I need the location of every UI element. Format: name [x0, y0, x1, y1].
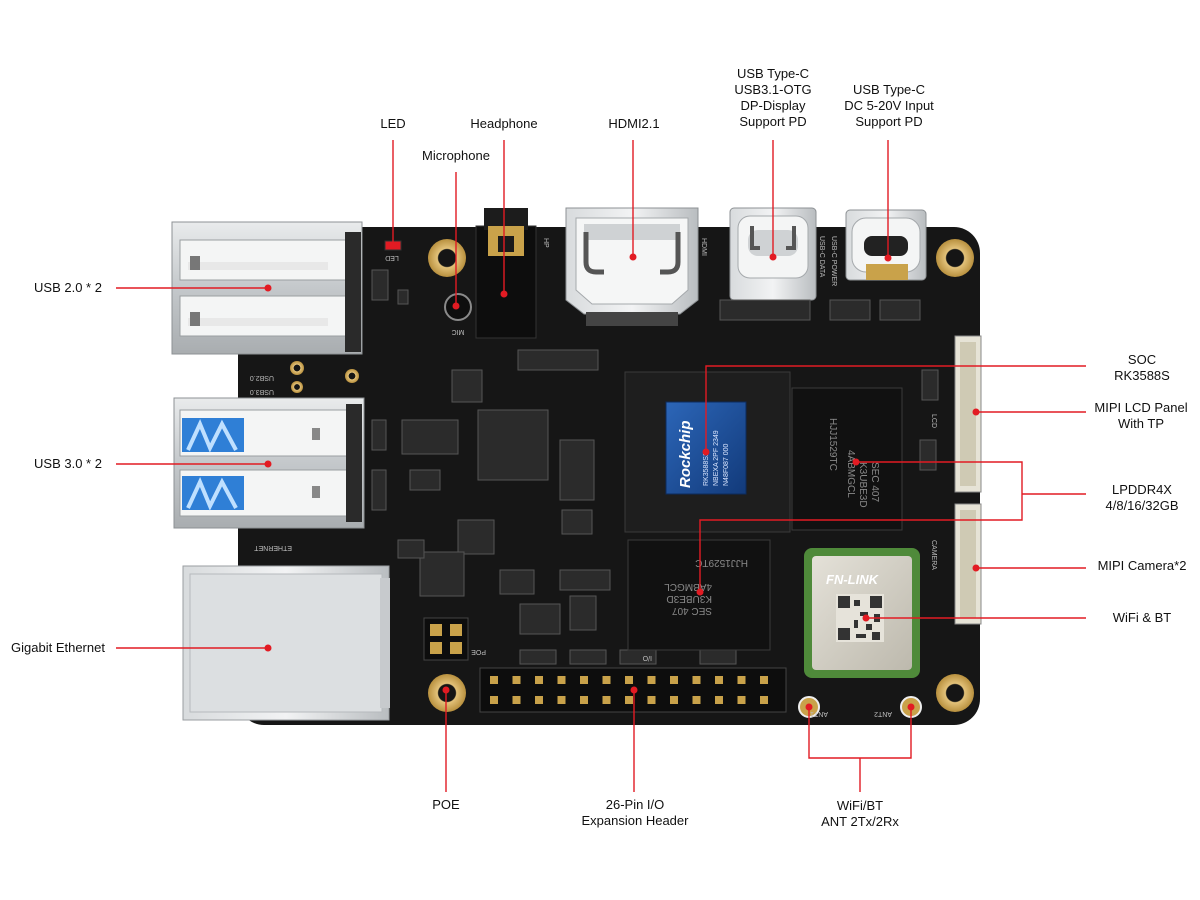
silk-usb3: USB3.0 [250, 388, 274, 395]
mount-hole-usb-b [345, 369, 359, 383]
gpio-pin [557, 696, 566, 704]
hdmi-port [565, 207, 699, 326]
ram-bottom-text-1: HJJ1529TC [695, 557, 748, 568]
silk-ant1: ANT1 [810, 710, 828, 717]
gpio-pin [580, 676, 588, 684]
label-headphone: Headphone [470, 116, 538, 131]
silk-lcd: LCD [930, 414, 937, 428]
gpio-pin [580, 696, 588, 704]
gpio-pin [647, 696, 656, 704]
mount-hole-usb-c [291, 381, 303, 393]
leader-dots [264, 241, 980, 711]
pcb-board [238, 227, 980, 725]
soc-line3-text: N48F087 000 [723, 443, 730, 486]
gpio-pin [535, 696, 543, 704]
gpio-pin [625, 696, 633, 704]
label-mipi-camera: MIPI Camera*2 [1097, 558, 1187, 573]
silk-hp: HP [542, 238, 549, 248]
mipi-camera-connector [954, 503, 982, 625]
headphone-jack [475, 208, 537, 339]
label-mipi-lcd: MIPI LCD Panel With TP [1094, 400, 1188, 431]
gpio-pin [602, 676, 611, 684]
usbc-power-port [845, 209, 927, 281]
gpio-pin [670, 676, 678, 684]
gpio-header [479, 667, 787, 713]
silk-ethernet: ETHERNET [254, 544, 292, 551]
label-microphone: Microphone [422, 148, 490, 163]
gpio-pin [647, 676, 656, 684]
silk-usbc-power: USB-C POWER [830, 236, 837, 286]
mount-hole-tl [428, 239, 466, 277]
gpio-pin [535, 676, 543, 684]
leader-lines [116, 140, 1086, 792]
label-usb3: USB 3.0 * 2 [34, 456, 102, 471]
gpio-pin [760, 696, 768, 704]
poe-header [423, 617, 469, 661]
ram-top-text-2: K3UBE3D [857, 462, 868, 508]
label-soc: SOC RK3588S [1114, 352, 1170, 383]
gpio-pin [602, 696, 611, 704]
mount-hole-usb-a [290, 361, 304, 375]
ram-bottom-text-4: SEC 407 [672, 605, 712, 616]
silk-io: I/O [642, 654, 652, 661]
ram-top-text-4: HJJ1529TC [827, 418, 838, 471]
label-poe: POE [432, 797, 460, 812]
silk-ant2: ANT2 [874, 710, 892, 717]
silk-usbc-data: USB-C DATA [818, 236, 825, 278]
usb3-port [173, 397, 365, 529]
label-wifi-bt: WiFi & BT [1112, 610, 1172, 625]
ram-bottom-text-3: K3UBE3D [666, 593, 712, 604]
usb2-port [171, 221, 363, 355]
gpio-pin [715, 676, 723, 684]
silk-led: LED [385, 254, 399, 261]
gpio-pin [512, 696, 521, 704]
gpio-pin [692, 696, 701, 704]
label-led: LED [380, 116, 406, 131]
label-usbc-power: USB Type-C DC 5-20V Input Support PD [844, 82, 934, 129]
label-antenna: WiFi/BT ANT 2Tx/2Rx [821, 798, 899, 829]
gpio-pin [737, 676, 746, 684]
gpio-pin [490, 676, 498, 684]
soc-line2-text: NBEXA 2PF 2349 [713, 430, 720, 486]
label-ethernet: Gigabit Ethernet [11, 640, 105, 655]
ram-top-text-1: SEC 407 [869, 462, 880, 502]
soc-part-text: RK3588S2 [703, 452, 710, 486]
leader-soc [705, 365, 1086, 452]
soc-brand-text: Rockchip [677, 420, 694, 488]
silk-usb2: USB2.0 [250, 374, 274, 381]
gpio-pin [512, 676, 521, 684]
leader-lpddr [699, 461, 1023, 592]
silk-poe: POE [471, 648, 486, 655]
gpio-pin [760, 676, 768, 684]
pcb-components [371, 269, 939, 665]
silk-hdmi: HDMI [700, 238, 707, 256]
label-lpddr: LPDDR4X 4/8/16/32GB [1105, 482, 1179, 513]
ethernet-port [182, 565, 390, 721]
gpio-pin [692, 676, 701, 684]
ram-bottom-text-2: 4ABMGCL [664, 581, 712, 592]
mount-hole-tr [936, 239, 974, 277]
wifi-brand-text: FN-LINK [826, 572, 880, 587]
silk-camera: CAMERA [930, 540, 937, 570]
ram-chip-top [791, 387, 903, 531]
gpio-pin [670, 696, 678, 704]
ram-top-text-3: 4ABMGCL [845, 450, 856, 498]
label-usb2: USB 2.0 * 2 [34, 280, 102, 295]
mount-hole-br [936, 674, 974, 712]
label-usbc-otg: USB Type-C USB3.1-OTG DP-Display Support… [734, 66, 812, 129]
gpio-pin [625, 676, 633, 684]
gpio-pin [715, 696, 723, 704]
gpio-pin [490, 696, 498, 704]
silk-mic: MIC [452, 328, 465, 335]
label-gpio: 26-Pin I/O Expansion Header [581, 797, 689, 828]
label-hdmi: HDMI2.1 [608, 116, 660, 131]
gpio-pin [557, 676, 566, 684]
gpio-pin [737, 696, 746, 704]
mipi-lcd-connector [954, 335, 982, 493]
